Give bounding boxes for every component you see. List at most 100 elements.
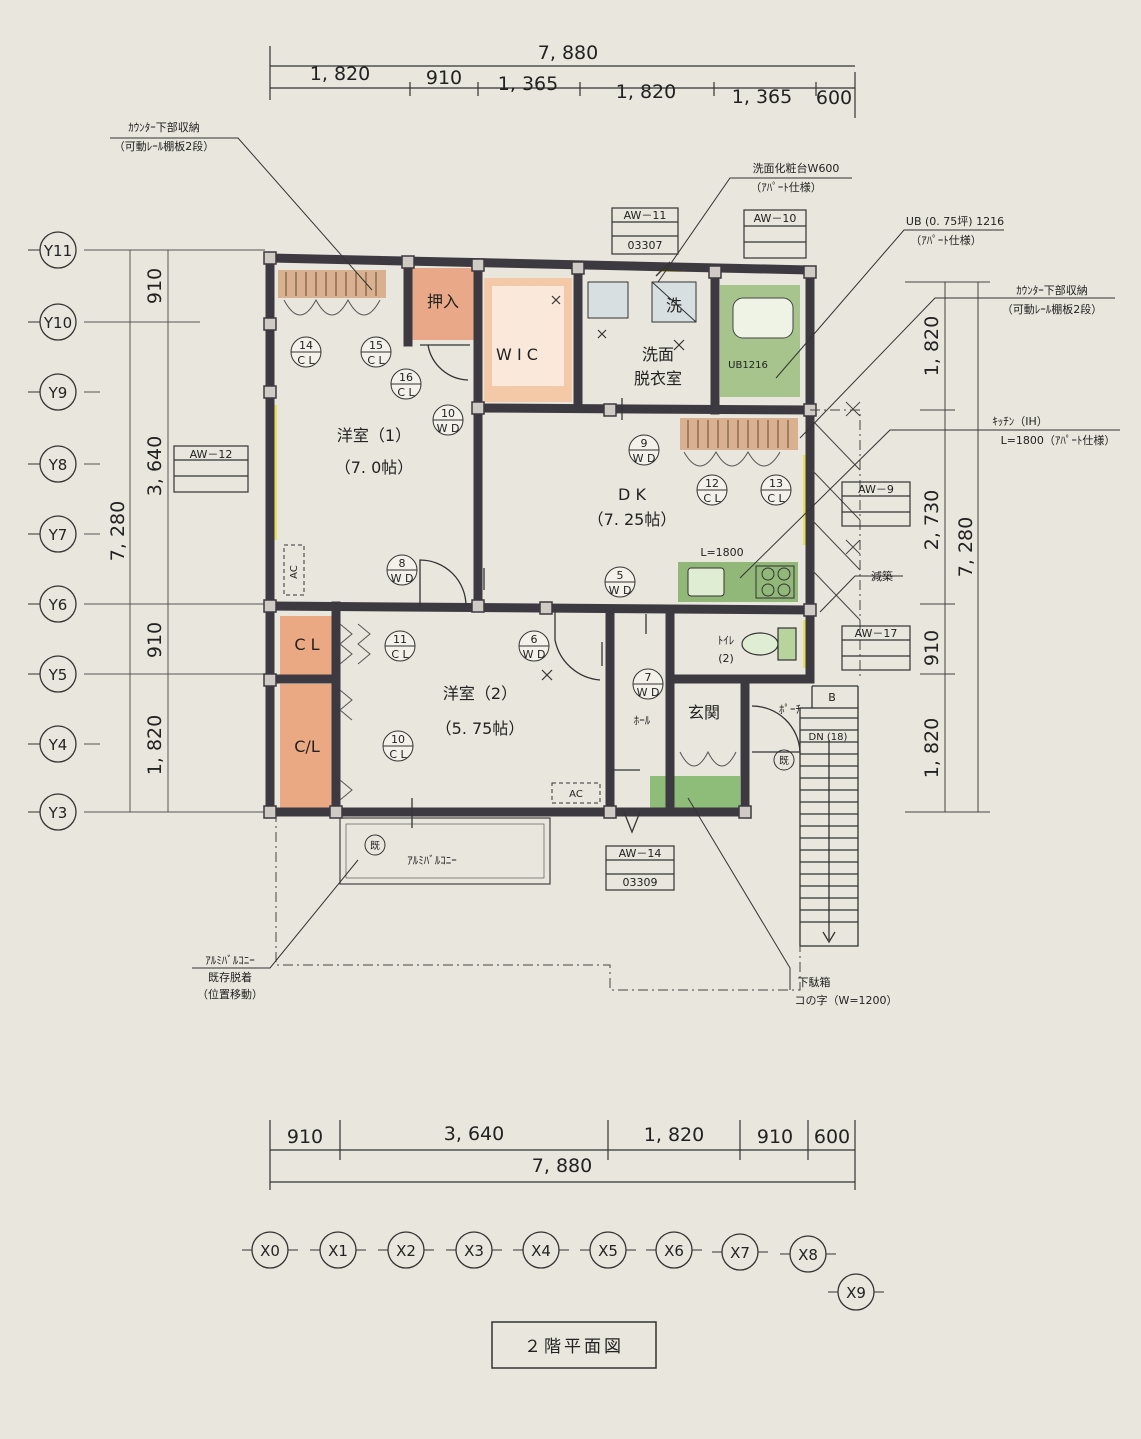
note-balcony-1: ｱﾙﾐﾊﾞﾙｺﾆｰ <box>205 954 255 967</box>
wash-fixtures <box>587 281 697 323</box>
left-dim-3: 910 <box>144 622 166 658</box>
note-senmen-1: 洗面化粧台W600 <box>753 161 840 175</box>
ub-label: UB1216 <box>728 360 768 371</box>
svg-text:10: 10 <box>441 407 455 420</box>
staircase <box>799 685 859 947</box>
stair-b-label: B <box>828 691 836 704</box>
note-senmen-2: （ｱﾊﾟｰﾄ仕様） <box>750 180 822 194</box>
right-dimension-lines <box>905 281 990 813</box>
shoe-box-fill <box>650 776 740 810</box>
window-aw17: AW－17 <box>855 627 898 640</box>
window-boxes <box>173 207 911 891</box>
top-dim-3: 1, 365 <box>498 73 558 95</box>
grid-y7: Y7 <box>48 526 68 544</box>
right-dim-1: 1, 820 <box>921 316 943 376</box>
left-dim-4: 1, 820 <box>144 715 166 775</box>
bottom-total-dimension: 7, 880 <box>532 1155 592 1177</box>
ac2-label: AC <box>569 789 583 800</box>
counter-storage-tl <box>278 270 386 298</box>
existing-mark-porch: 既 <box>779 755 789 767</box>
svg-text:W D: W D <box>523 648 546 661</box>
note-counter-tr-2: （可動ﾚｰﾙ棚板2段） <box>1002 302 1103 316</box>
wash-room-line2: 脱衣室 <box>634 369 682 388</box>
column-marks <box>263 251 817 819</box>
dk-size: （7. 25帖） <box>588 510 677 529</box>
grid-y6: Y6 <box>48 596 68 614</box>
window-aw11-code: 03307 <box>628 239 663 252</box>
window-aw10: AW－10 <box>754 212 797 225</box>
stair-dn-label: DN (18) <box>809 732 848 743</box>
grid-x3: X3 <box>464 1242 484 1260</box>
svg-text:14: 14 <box>299 339 313 352</box>
window-aw14: AW－14 <box>619 847 662 860</box>
colored-areas <box>268 264 811 810</box>
window-aw14-code: 03309 <box>623 876 658 889</box>
kitchen-equipment <box>687 565 795 599</box>
svg-text:W D: W D <box>633 452 656 465</box>
right-dim-2: 2, 730 <box>921 490 943 550</box>
right-dim-4: 1, 820 <box>921 718 943 778</box>
bottom-dim-3: 1, 820 <box>644 1124 704 1146</box>
wash-room-line1: 洗面 <box>642 345 674 364</box>
cl2-fill <box>280 684 334 808</box>
window-aw11: AW－11 <box>624 209 667 222</box>
note-balcony-3: （位置移動） <box>197 987 263 1001</box>
right-total-dimension: 7, 280 <box>955 517 977 577</box>
cl1-fill <box>280 616 334 676</box>
grid-x9: X9 <box>846 1284 866 1302</box>
demolition-crosses <box>811 401 861 621</box>
svg-text:C L: C L <box>389 748 407 761</box>
room1-size: （7. 0帖） <box>335 458 414 477</box>
svg-text:W D: W D <box>609 584 632 597</box>
existing-mark-balcony: 既 <box>370 840 380 852</box>
top-dim-5: 1, 365 <box>732 86 792 108</box>
svg-text:16: 16 <box>399 371 413 384</box>
bottom-dim-2: 3, 640 <box>444 1123 504 1145</box>
ceiling-lights <box>541 295 685 681</box>
grid-y4: Y4 <box>48 736 68 754</box>
toilet-line1: ﾄｲﾚ <box>718 634 735 647</box>
counter-hatch <box>285 272 789 448</box>
svg-text:6: 6 <box>531 633 538 646</box>
room2-name: 洋室（2） <box>443 684 517 703</box>
top-dim-2: 910 <box>426 67 462 89</box>
svg-text:C L: C L <box>297 354 315 367</box>
top-dim-1: 1, 820 <box>310 63 370 85</box>
grid-x0: X0 <box>260 1242 280 1260</box>
svg-text:11: 11 <box>393 633 407 646</box>
grid-y11: Y11 <box>43 242 72 260</box>
left-grid-lines <box>84 249 265 813</box>
note-genchiku: 減築 <box>871 569 893 583</box>
svg-text:8: 8 <box>399 557 406 570</box>
closet2-label: C/L <box>294 737 320 756</box>
leader-lines <box>110 137 1120 990</box>
bottom-dim-5: 600 <box>814 1126 850 1148</box>
grid-x1: X1 <box>328 1242 348 1260</box>
window-aw12: AW－12 <box>190 448 233 461</box>
hall-label: ﾎｰﾙ <box>634 714 651 727</box>
room2-size: （5. 75帖） <box>436 719 525 738</box>
left-total-dimension: 7, 280 <box>107 501 129 561</box>
grid-y3: Y3 <box>48 804 68 822</box>
grid-y9: Y9 <box>48 384 68 402</box>
closet-doors <box>283 298 781 801</box>
grid-y5: Y5 <box>48 666 68 684</box>
grid-y10: Y10 <box>43 314 72 332</box>
svg-text:12: 12 <box>705 477 719 490</box>
toilet-fixture <box>741 627 797 661</box>
fixture-tags: 14C L 15C L 16C L 10W D 9W D 12C L 13C L… <box>290 336 792 762</box>
svg-text:15: 15 <box>369 339 383 352</box>
porch-label: ﾎﾟｰﾁ <box>779 703 801 716</box>
toilet-line2: (2) <box>718 652 734 665</box>
grid-x2: X2 <box>396 1242 416 1260</box>
svg-text:13: 13 <box>769 477 783 490</box>
right-dim-3: 910 <box>921 630 943 666</box>
grid-x8: X8 <box>798 1246 818 1264</box>
oshiire-label: 押入 <box>427 292 459 311</box>
svg-text:C L: C L <box>391 648 409 661</box>
wic-label: W I C <box>496 345 538 364</box>
grid-y-markers: Y11 Y10 Y9 Y8 Y7 Y6 Y5 Y4 Y3 <box>28 231 77 831</box>
note-counter-tr-1: ｶｳﾝﾀｰ下部収納 <box>1016 283 1088 297</box>
